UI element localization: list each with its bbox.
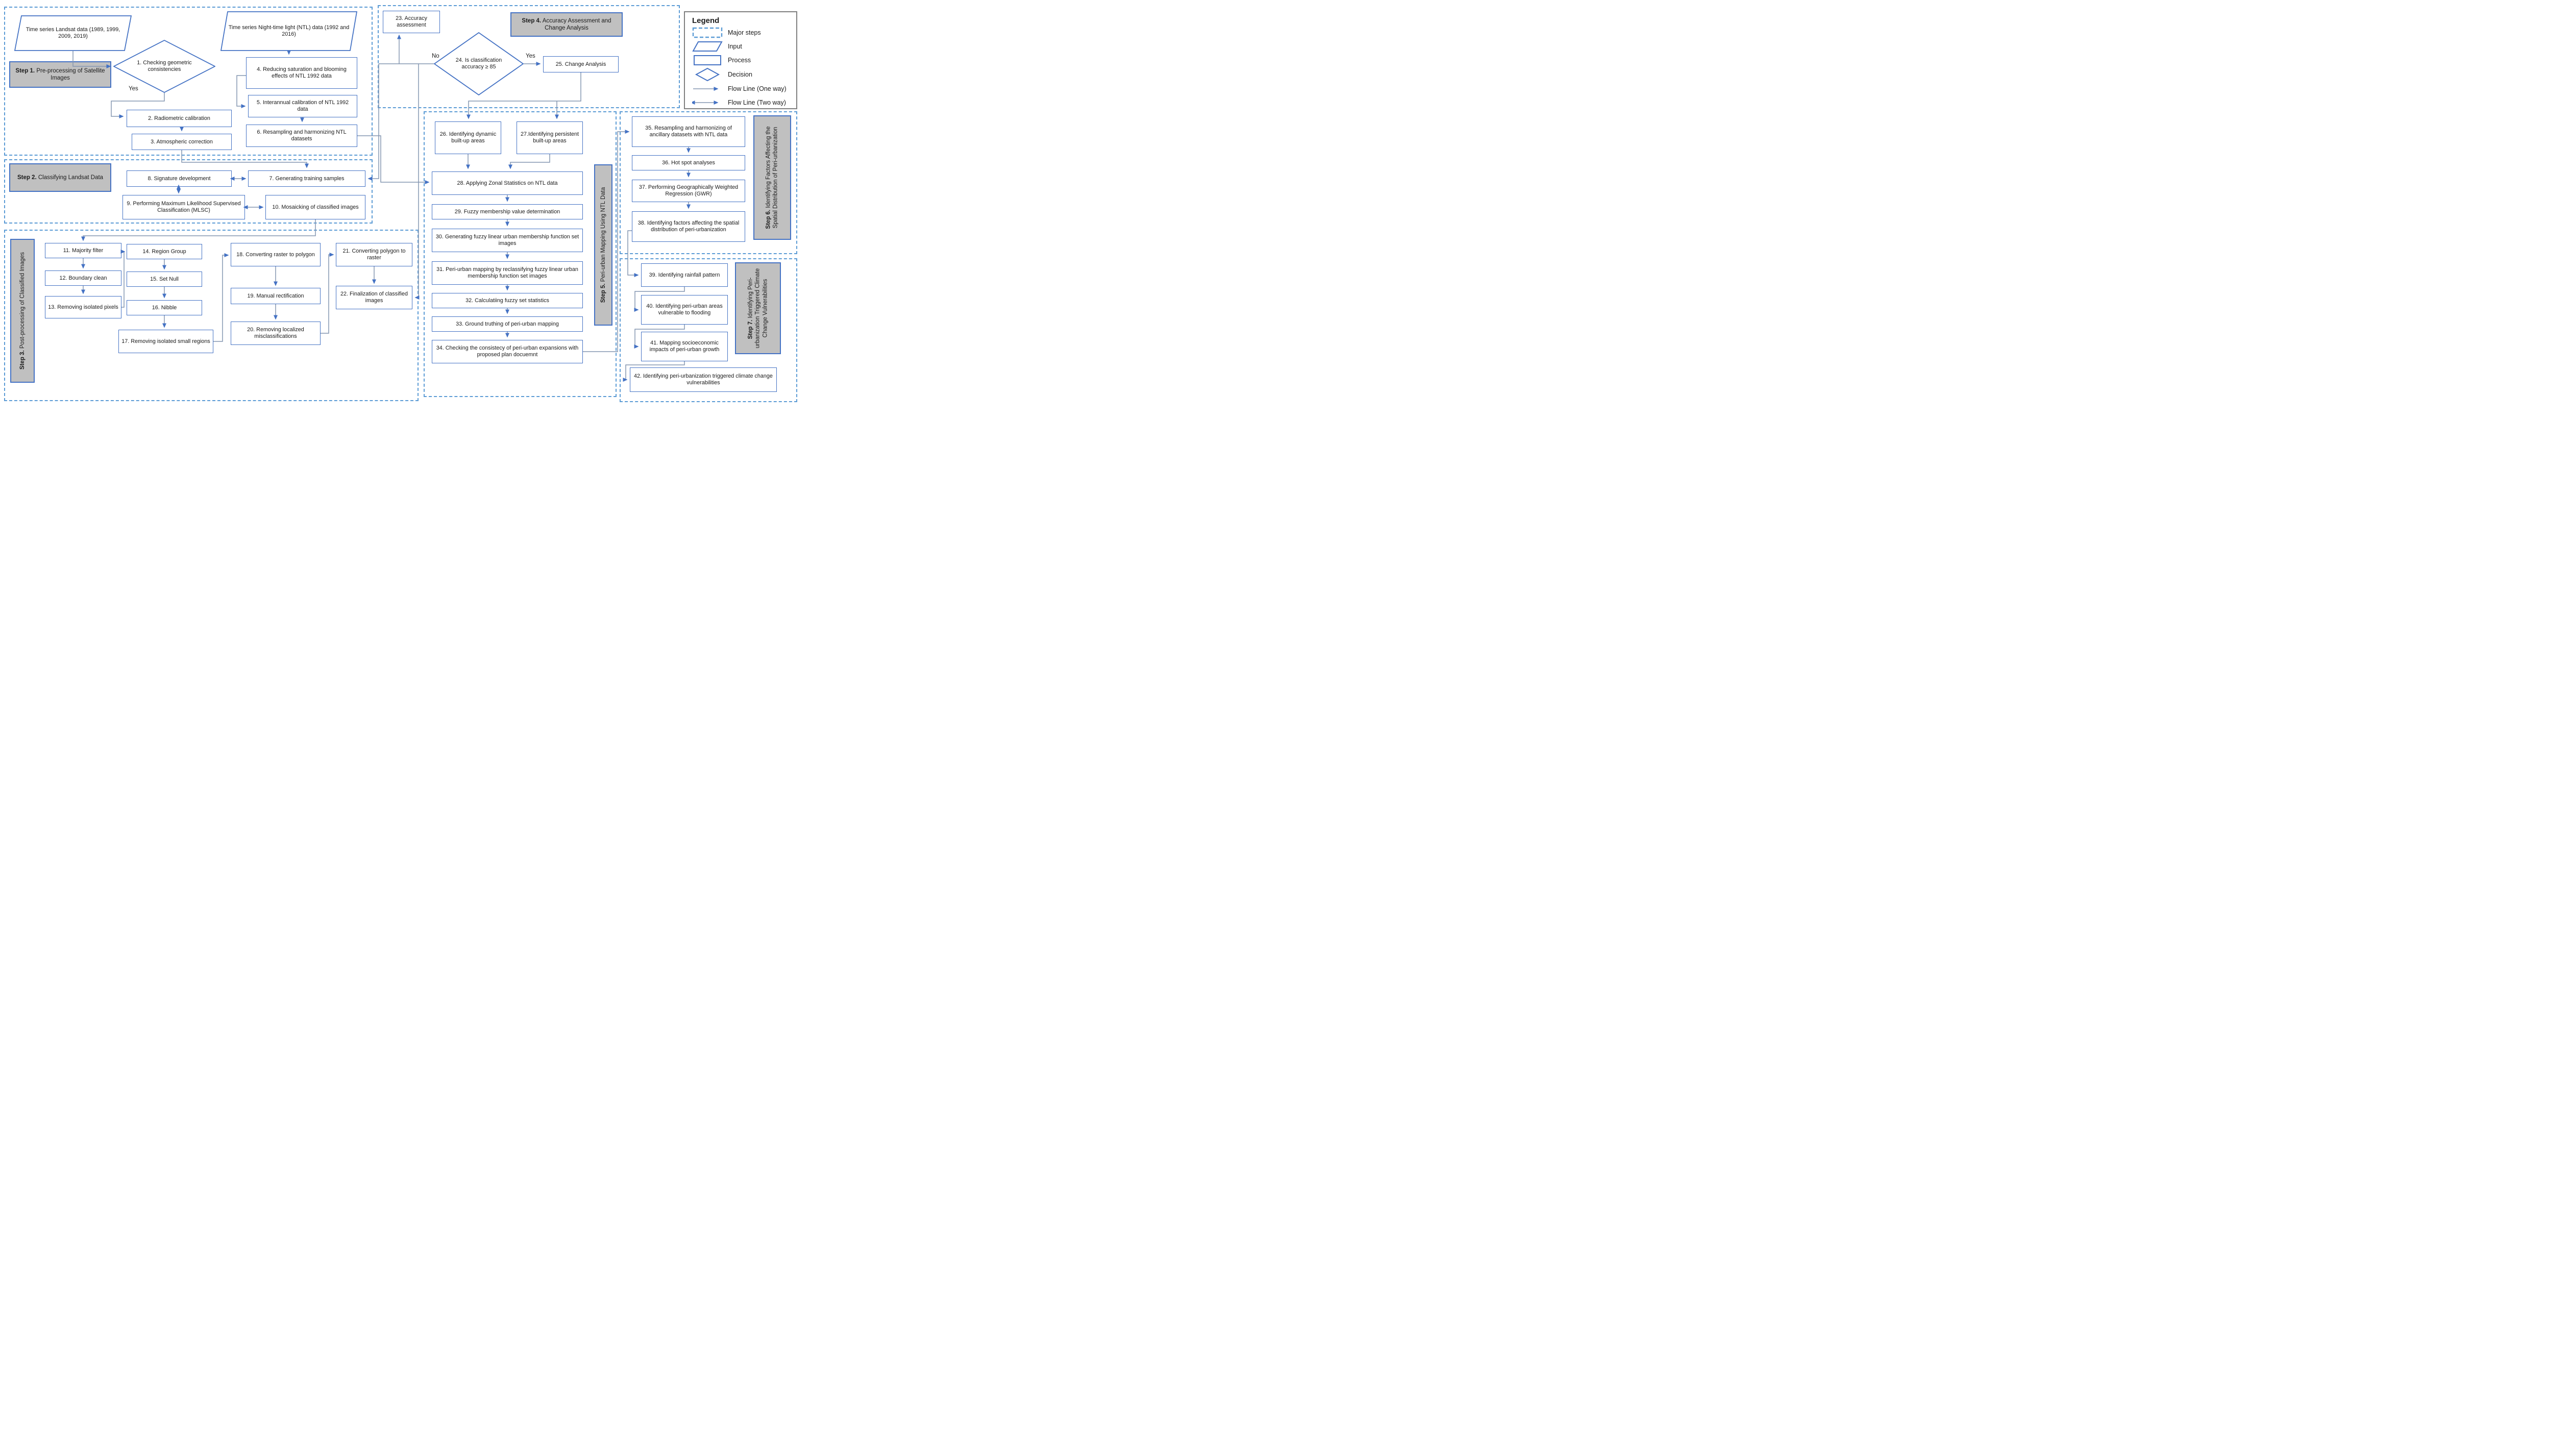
node-5-interannual-calibration: 5. Interannual calibration of NTL 1992 d… — [248, 95, 357, 117]
legend-item-label: Flow Line (One way) — [728, 85, 787, 92]
label-no-d24: No — [432, 53, 439, 59]
legend-flow-two-way: Flow Line (Two way) — [692, 96, 791, 109]
node-27-persistent-built-up: 27.Identifying persistent built-up areas — [517, 121, 583, 154]
input-landsat-data: Time series Landsat data (1989, 1999, 20… — [14, 15, 132, 51]
node-34-checking-consistency: 34. Checking the consistecy of peri-urba… — [432, 340, 583, 363]
node-29-fuzzy-membership: 29. Fuzzy membership value determination — [432, 204, 583, 219]
legend-item-label: Process — [728, 57, 751, 64]
node-26-dynamic-built-up: 26. Identifying dynamic built-up areas — [435, 121, 501, 154]
node-32-fuzzy-set-statistics: 32. Calculatiing fuzzy set statistics — [432, 293, 583, 308]
step-3-label: Step 3. Post-processing of Classified Im… — [10, 239, 35, 383]
node-1-checking-geometric-consistencies: 1. Checking geometric consistencies — [113, 40, 215, 93]
node-17-removing-isolated-small-regions: 17. Removing isolated small regions — [118, 330, 213, 353]
node-36-hot-spot: 36. Hot spot analyses — [632, 155, 745, 170]
one-way-icon — [692, 83, 724, 95]
node-33-ground-truthing: 33. Ground truthing of peri-urban mappin… — [432, 316, 583, 332]
node-20-removing-localized-misclassifications: 20. Removing localized misclassification… — [231, 322, 321, 345]
node-30-generating-fuzzy: 30. Generating fuzzy linear urban member… — [432, 229, 583, 252]
node-2-radiometric-calibration: 2. Radiometric calibration — [127, 110, 232, 127]
node-9-mlsc: 9. Performing Maximum Likelihood Supervi… — [122, 195, 245, 219]
input-ntl-data: Time series Night-time light (NTL) data … — [220, 11, 357, 51]
decision-icon — [692, 68, 724, 81]
process-icon — [692, 54, 724, 66]
node-18-converting-raster-to-polygon: 18. Converting raster to polygon — [231, 243, 321, 266]
step-7-label: Step 7. Identifying Peri-urbanization Tr… — [735, 262, 781, 354]
step-5-label: Step 5. Peri-urban Mapping Using NTL Dat… — [594, 164, 612, 326]
legend-flow-one-way: Flow Line (One way) — [692, 83, 791, 95]
legend-input: Input — [692, 40, 791, 53]
legend-process: Process — [692, 54, 791, 66]
two-way-icon — [692, 96, 724, 109]
node-12-boundary-clean: 12. Boundary clean — [45, 270, 121, 286]
legend-item-label: Decision — [728, 71, 752, 78]
legend-decision: Decision — [692, 68, 791, 81]
node-19-manual-rectification: 19. Manual rectification — [231, 288, 321, 304]
node-13-removing-isolated-pixels: 13. Removing isolated pixels — [45, 296, 121, 318]
node-24-is-accuracy-decision: 24. Is classification accuracy ≥ 85 — [434, 32, 524, 95]
label-yes-d1: Yes — [129, 86, 138, 92]
node-41-socioeconomic-impacts: 41. Mapping socioeconomic impacts of per… — [641, 332, 728, 361]
node-8-signature-development: 8. Signature development — [127, 170, 232, 187]
legend-item-label: Input — [728, 43, 742, 50]
input-icon — [692, 40, 724, 53]
node-28-zonal-statistics: 28. Applying Zonal Statistics on NTL dat… — [432, 171, 583, 195]
node-39-rainfall-pattern: 39. Identifying rainfall pattern — [641, 263, 728, 287]
node-3-atmospheric-correction: 3. Atmospheric correction — [132, 134, 232, 150]
node-23-accuracy-assessment: 23. Accuracy assessment — [383, 11, 440, 33]
node-14-region-group: 14. Region Group — [127, 244, 202, 259]
node-42-climate-vulnerabilities: 42. Identifying peri-urbanization trigge… — [630, 367, 777, 392]
node-22-finalization: 22. Finalization of classified images — [336, 286, 412, 309]
node-40-vulnerable-flooding: 40. Identifying peri-urban areas vulnera… — [641, 295, 728, 325]
step-4-label: Step 4. Accuracy Assessment and Change A… — [510, 12, 623, 37]
node-11-majority-filter: 11. Majority filter — [45, 243, 121, 258]
step-1-label: Step 1. Pre-processing of Satellite Imag… — [9, 61, 111, 88]
node-4-reducing-saturation: 4. Reducing saturation and blooming effe… — [246, 57, 357, 89]
legend-item-label: Major steps — [728, 29, 761, 36]
node-38-identifying-factors: 38. Identifying factors affecting the sp… — [632, 211, 745, 242]
node-25-change-analysis: 25. Change Analysis — [543, 56, 619, 72]
node-6-resampling-harmonizing: 6. Resampling and harmonizing NTL datase… — [246, 125, 357, 147]
node-21-converting-polygon-to-raster: 21. Converting polygon to raster — [336, 243, 412, 266]
node-7-generating-training-samples: 7. Generating training samples — [248, 170, 365, 187]
step-6-label: Step 6. Identifying Factors Affecting th… — [753, 115, 791, 240]
node-35-resampling-ancillary: 35. Resampling and harmonizing of ancill… — [632, 116, 745, 147]
label-yes-d24: Yes — [526, 53, 535, 59]
step-2-label: Step 2. Classifying Landsat Data — [9, 163, 111, 192]
node-10-mosaicking: 10. Mosaicking of classified images — [265, 195, 365, 219]
legend-title: Legend — [692, 16, 720, 25]
node-16-nibble: 16. Nibble — [127, 300, 202, 315]
node-37-gwr: 37. Performing Geographically Weighted R… — [632, 180, 745, 202]
node-15-set-null: 15. Set Null — [127, 272, 202, 287]
node-31-peri-urban-mapping: 31. Peri-urban mapping by reclassifying … — [432, 261, 583, 285]
major-steps-icon — [692, 27, 724, 39]
legend-item-label: Flow Line (Two way) — [728, 99, 786, 106]
legend-major-steps: Major steps — [692, 27, 791, 39]
